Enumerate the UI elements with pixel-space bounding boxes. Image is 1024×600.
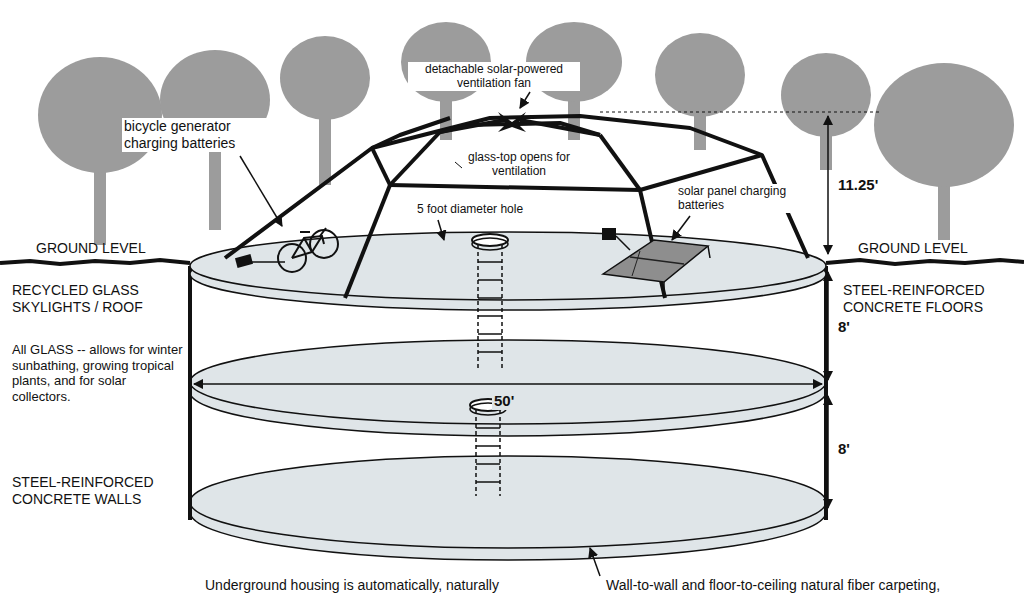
roof-label: RECYCLED GLASS SKYLIGHTS / ROOF xyxy=(12,282,172,316)
trees xyxy=(38,22,1014,245)
dimension-label: 11.25' xyxy=(838,176,878,194)
dimension-label: 50' xyxy=(492,392,516,410)
solar-panel xyxy=(602,228,710,292)
footer-note: Wall-to-wall and floor-to-ceiling natura… xyxy=(606,577,940,594)
ground-label: GROUND LEVEL xyxy=(36,240,146,257)
ventilation-fan xyxy=(498,112,526,132)
hole-label: 5 foot diameter hole xyxy=(415,202,525,216)
walls-label: STEEL-REINFORCED CONCRETE WALLS xyxy=(12,474,172,508)
bicycle-label: bicycle generator charging batteries xyxy=(122,118,276,152)
dimension-label: 8' xyxy=(838,440,850,458)
ground-label: GROUND LEVEL xyxy=(858,240,968,257)
glass-note: All GLASS -- allows for winter sunbathin… xyxy=(12,342,184,404)
dimension-label: 8' xyxy=(838,318,850,336)
footer-note: Underground housing is automatically, na… xyxy=(205,577,499,594)
solar-panel-label: solar panel charging batteries xyxy=(676,184,790,213)
bicycle xyxy=(278,228,338,272)
fan-label: detachable solar-powered ventilation fan xyxy=(408,62,580,91)
glass-top-label: glass-top opens for ventilation xyxy=(462,150,576,179)
floors-label: STEEL-REINFORCED CONCRETE FLOORS xyxy=(843,282,1018,316)
